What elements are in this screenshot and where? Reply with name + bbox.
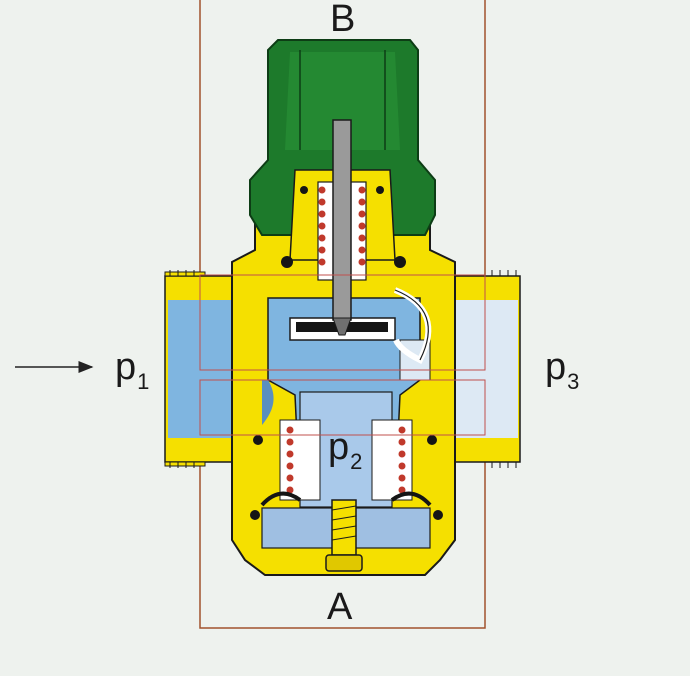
zone-lower bbox=[199, 379, 486, 436]
membrane-seal bbox=[260, 491, 432, 507]
lower-spring bbox=[286, 426, 406, 494]
zone-upper bbox=[199, 274, 486, 371]
label-chamber-pressure: p2 bbox=[328, 426, 363, 474]
label-outlet-pressure: p3 bbox=[545, 346, 580, 394]
adjusting-screw bbox=[325, 499, 363, 572]
lower-spring-housing bbox=[279, 419, 321, 501]
label-inlet-pressure: p1 bbox=[115, 346, 150, 394]
upper-spring bbox=[318, 186, 366, 266]
o-rings bbox=[250, 186, 443, 520]
label-top-port: B bbox=[330, 0, 356, 40]
label-bottom-port: A bbox=[327, 586, 353, 628]
inlet-thread bbox=[169, 270, 195, 468]
spindle bbox=[332, 119, 352, 321]
